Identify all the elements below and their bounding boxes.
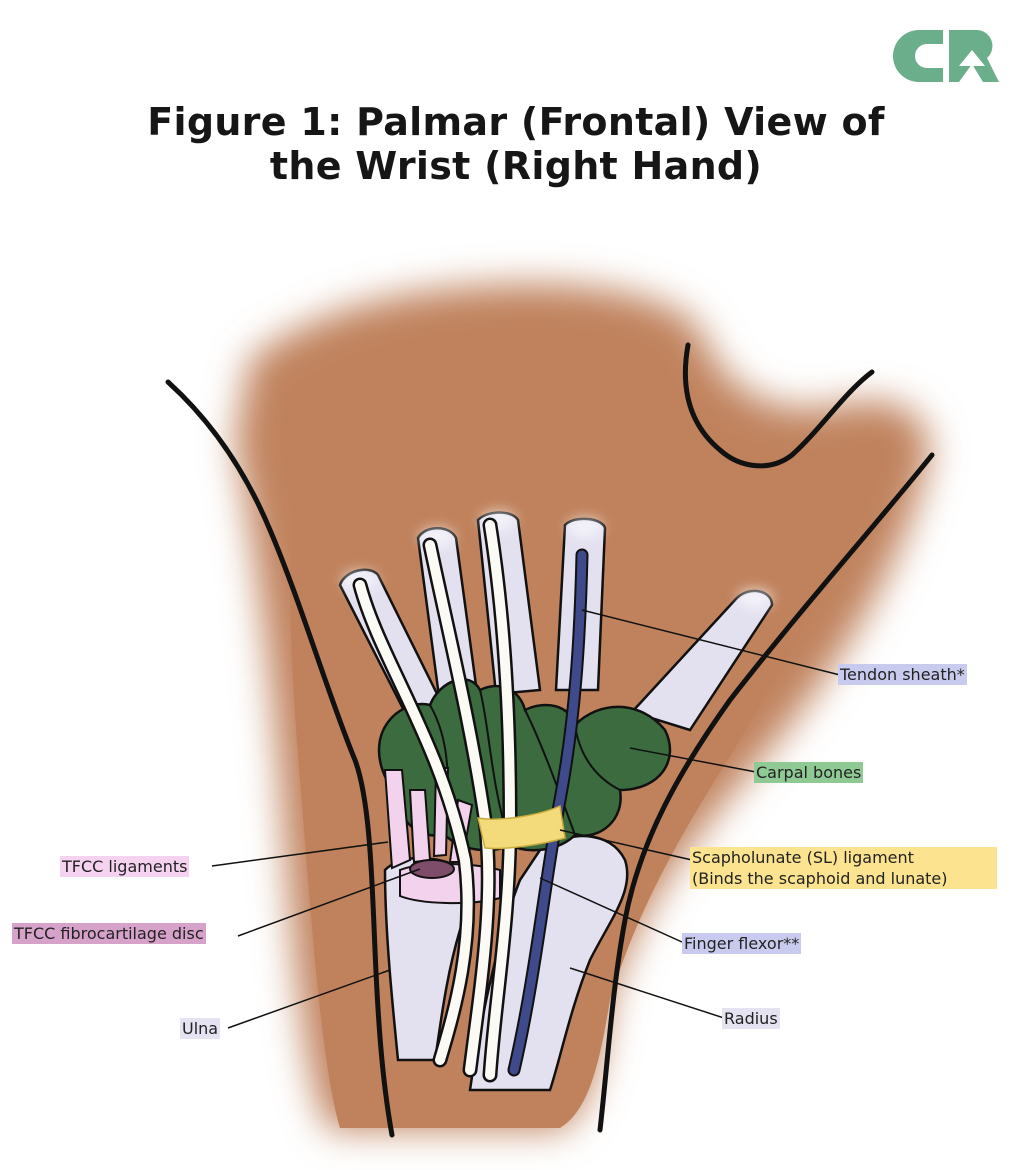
label-finger-flexor: Finger flexor**: [682, 933, 802, 954]
label-tfcc-disc: TFCC fibrocartilage disc: [12, 923, 206, 944]
label-ulna: Ulna: [180, 1018, 221, 1039]
label-carpal-bones: Carpal bones: [754, 762, 864, 783]
label-scapholunate-ligament: Scapholunate (SL) ligament (Binds the sc…: [690, 847, 997, 889]
figure-title: Figure 1: Palmar (Frontal) View of the W…: [0, 100, 1032, 188]
leader-lines: [211, 609, 841, 1029]
figure-title-line-1: Figure 1: Palmar (Frontal) View of: [147, 100, 885, 144]
label-radius: Radius: [722, 1008, 780, 1029]
label-sl-line-2: (Binds the scaphoid and lunate): [692, 869, 948, 888]
hand-outline-radial: [597, 452, 935, 1133]
hand-outline-thumb: [682, 342, 875, 469]
cr-logo-icon: [893, 30, 999, 82]
hand-outline-ulnar: [165, 379, 395, 1138]
label-sl-line-1: Scapholunate (SL) ligament: [692, 848, 914, 867]
label-tfcc-ligaments: TFCC ligaments: [60, 856, 190, 877]
figure-title-line-2: the Wrist (Right Hand): [269, 144, 763, 188]
tfcc-fibrocartilage-disc: [409, 859, 455, 879]
scapholunate-ligament: [477, 804, 566, 850]
label-tendon-sheath: Tendon sheath*: [838, 664, 967, 685]
